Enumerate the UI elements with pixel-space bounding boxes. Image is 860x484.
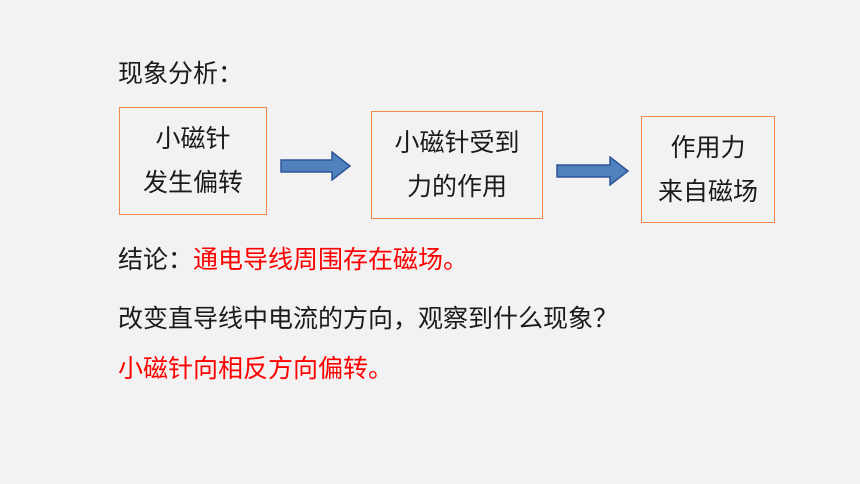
right-arrow-icon: [556, 156, 630, 186]
flow-box-magnetic-field: 作用力 来自磁场: [641, 116, 775, 223]
flow-box-force: 小磁针受到 力的作用: [371, 111, 543, 219]
section-heading: 现象分析：: [118, 59, 244, 88]
flow-box-text-line: 发生偏转: [142, 168, 243, 197]
conclusion-label: 结论：: [118, 245, 194, 274]
answer-text: 小磁针向相反方向偏转。: [118, 354, 394, 383]
flow-box-text-line: 力的作用: [406, 172, 507, 201]
flow-box-text-line: 小磁针受到: [394, 128, 520, 157]
right-arrow-icon: [280, 151, 352, 181]
flow-box-text-line: 小磁针: [155, 124, 231, 153]
flow-box-text-line: 来自磁场: [657, 176, 758, 206]
flow-box-deflection: 小磁针 发生偏转: [119, 107, 267, 215]
conclusion-text: 通电导线周围存在磁场。: [193, 245, 469, 274]
flow-box-text-line: 作用力: [670, 132, 746, 162]
conclusion: 结论：通电导线周围存在磁场。: [118, 243, 468, 277]
question-text: 改变直导线中电流的方向，观察到什么现象？: [118, 304, 619, 333]
